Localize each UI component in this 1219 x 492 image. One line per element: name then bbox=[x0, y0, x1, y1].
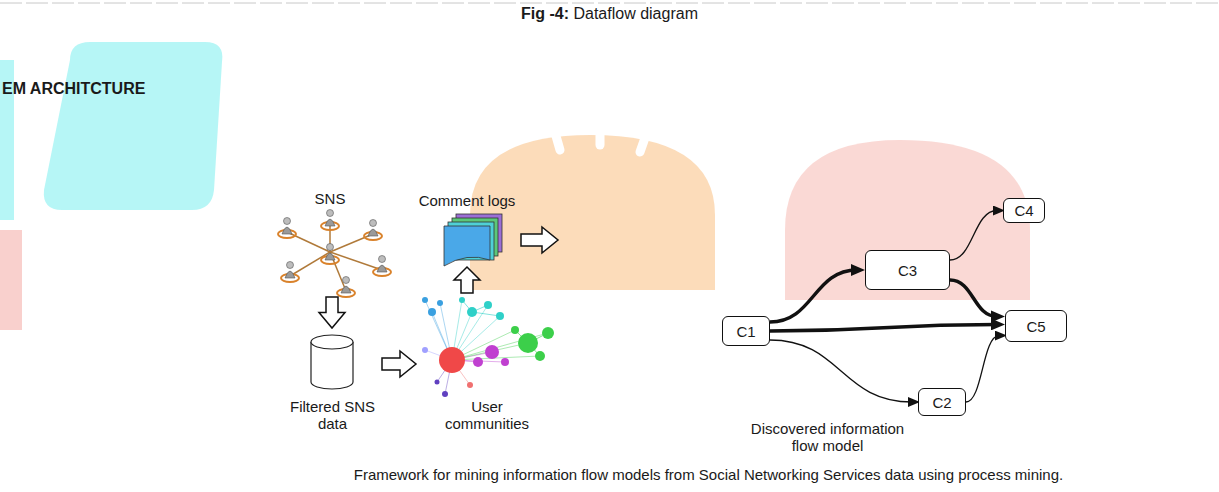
process-box: C2 bbox=[918, 388, 966, 416]
flow-arrow bbox=[770, 324, 997, 331]
figure-caption: Framework for mining information flow mo… bbox=[200, 466, 1217, 484]
sns-network: SNS bbox=[262, 190, 398, 295]
flow-arrow bbox=[770, 270, 857, 322]
process-box: C5 bbox=[1005, 310, 1067, 342]
node-label: C3 bbox=[898, 262, 917, 279]
block-arrow bbox=[454, 267, 480, 293]
node-label: C4 bbox=[1014, 202, 1033, 219]
process-box: C4 bbox=[1003, 198, 1045, 223]
comment-logs: Comment logs bbox=[415, 192, 519, 265]
node-label: User communities bbox=[441, 398, 533, 432]
block-arrow bbox=[382, 351, 416, 377]
flow-arrow bbox=[950, 211, 997, 261]
block-arrow bbox=[319, 297, 345, 328]
figure-title-text: Dataflow diagram bbox=[573, 5, 698, 22]
figure-title: Fig -4: Dataflow diagram bbox=[0, 4, 1219, 23]
sns-illustration bbox=[278, 210, 391, 298]
node-label: C2 bbox=[932, 394, 951, 411]
figure-number: Fig -4: bbox=[521, 5, 569, 22]
node-label: C5 bbox=[1026, 318, 1045, 335]
section-heading: EM ARCHITCTURE bbox=[2, 80, 145, 98]
node-label: C1 bbox=[736, 323, 755, 340]
cyan-watermark bbox=[44, 42, 223, 210]
flow-arrow bbox=[966, 336, 999, 402]
community-node: User communities bbox=[418, 295, 556, 432]
block-arrow bbox=[521, 227, 558, 253]
node-label: Comment logs bbox=[419, 192, 516, 209]
database-node: Filtered SNS data bbox=[285, 330, 380, 432]
pink-watermark bbox=[785, 140, 1030, 300]
node-label: Discovered information flow model bbox=[740, 420, 915, 454]
process-box: C1 bbox=[722, 316, 770, 346]
red-watermark bbox=[0, 230, 22, 330]
node-label: SNS bbox=[315, 190, 346, 207]
orange-watermark bbox=[470, 135, 715, 290]
flow-model: Discovered information flow modelC1C3C4C… bbox=[560, 192, 1072, 450]
community-graph bbox=[422, 297, 554, 397]
node-label: Filtered SNS data bbox=[285, 398, 380, 432]
database-cylinder bbox=[311, 335, 353, 389]
process-box: C3 bbox=[865, 250, 950, 290]
flow-arrow bbox=[770, 340, 912, 402]
comment-log-icon bbox=[444, 214, 502, 266]
flow-arrow bbox=[950, 280, 997, 316]
